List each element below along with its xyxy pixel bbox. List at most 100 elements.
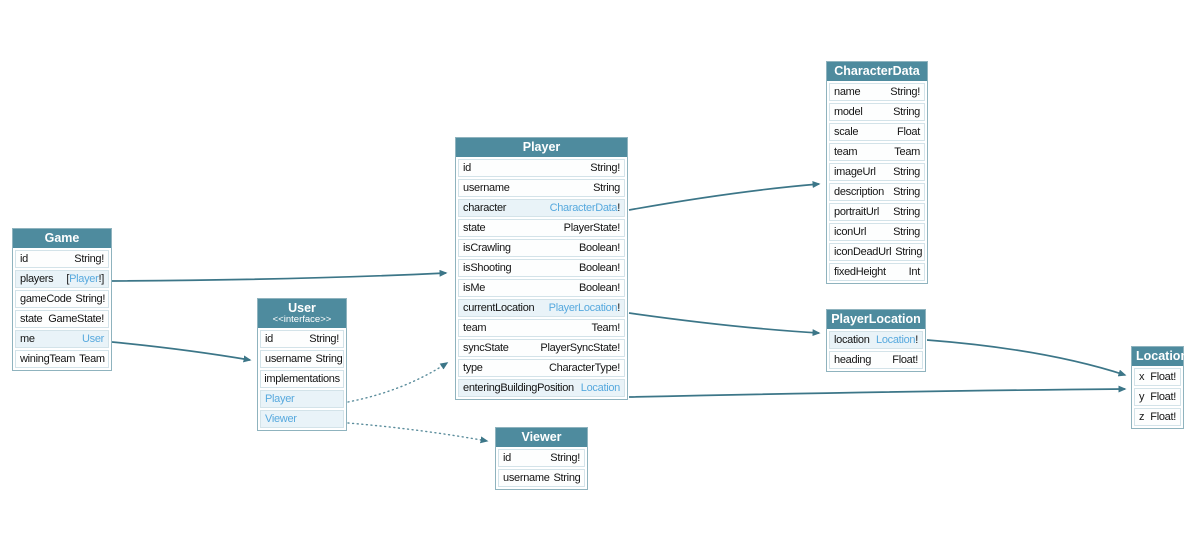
field-type: Team! (591, 322, 621, 334)
field-type: Float! (1150, 411, 1176, 423)
field-type: Boolean! (578, 282, 620, 294)
type-prefix: [ (66, 273, 70, 285)
type-link[interactable]: User (81, 333, 104, 345)
field-row-team[interactable]: team Team! (458, 319, 625, 337)
type-link[interactable]: Player (69, 273, 99, 285)
field-type: Location (580, 382, 621, 394)
field-name: location (834, 334, 870, 346)
field-name: description (834, 186, 884, 198)
type-suffix: ! (617, 202, 620, 214)
edge-group (111, 181, 1127, 444)
field-name: team (463, 322, 487, 334)
type-title[interactable]: Viewer (496, 428, 587, 447)
field-row-id[interactable]: id String! (15, 250, 109, 268)
field-type: String! (74, 253, 104, 265)
field-type: String (895, 246, 923, 258)
field-type: String (593, 182, 620, 194)
type-link[interactable]: Location (580, 382, 621, 394)
type-link[interactable]: PlayerLocation (548, 302, 618, 314)
field-row-isme[interactable]: isMe Boolean! (458, 279, 625, 297)
field-row-character[interactable]: character CharacterData! (458, 199, 625, 217)
type-link[interactable]: CharacterData (549, 202, 618, 214)
field-name: character (463, 202, 507, 214)
field-name: fixedHeight (834, 266, 886, 278)
implementation-row-viewer[interactable]: Viewer (260, 410, 344, 428)
field-name: gameCode (20, 293, 72, 305)
type-title[interactable]: CharacterData (827, 62, 927, 81)
type-link[interactable]: Location (876, 334, 916, 346)
field-type: PlayerSyncState! (540, 342, 620, 354)
type-title[interactable]: Location (1132, 347, 1188, 366)
type-title[interactable]: User<<interface>> (258, 299, 346, 328)
field-name: enteringBuildingPosition (463, 382, 574, 394)
implementation-row-player[interactable]: Player (260, 390, 344, 408)
type-link[interactable]: Player (265, 393, 295, 405)
type-link[interactable]: Viewer (265, 413, 297, 425)
field-name: id (20, 253, 28, 265)
edge-player-character-to-characterdata (628, 181, 821, 211)
field-name: isMe (463, 282, 486, 294)
edge-user-implementation-player (347, 362, 449, 403)
field-type: Team (79, 353, 105, 365)
field-type: String (315, 353, 343, 365)
type-title-text: CharacterData (834, 64, 920, 78)
field-row-z[interactable]: z Float! (1134, 408, 1181, 426)
implementations-label: implementations (260, 370, 344, 388)
field-name: z (1139, 411, 1145, 423)
edge-player-enteringbuildingposition-to-location (628, 385, 1127, 398)
field-row-enteringbuildingposition[interactable]: enteringBuildingPosition Location (458, 379, 625, 397)
type-title[interactable]: PlayerLocation (827, 310, 925, 329)
type-title[interactable]: Game (13, 229, 111, 248)
field-type: String! (890, 86, 920, 98)
field-row-players[interactable]: players[Player!] (15, 270, 109, 288)
field-type: Boolean! (578, 262, 620, 274)
type-title[interactable]: Player (456, 138, 627, 157)
field-name: model (834, 106, 863, 118)
field-type: PlayerState! (563, 222, 621, 234)
field-type: String! (309, 333, 339, 345)
field-name: state (20, 313, 43, 325)
field-name: portraitUrl (834, 206, 879, 218)
field-type: Float! (1150, 391, 1176, 403)
field-name: x (1139, 371, 1145, 383)
field-name: isCrawling (463, 242, 511, 254)
